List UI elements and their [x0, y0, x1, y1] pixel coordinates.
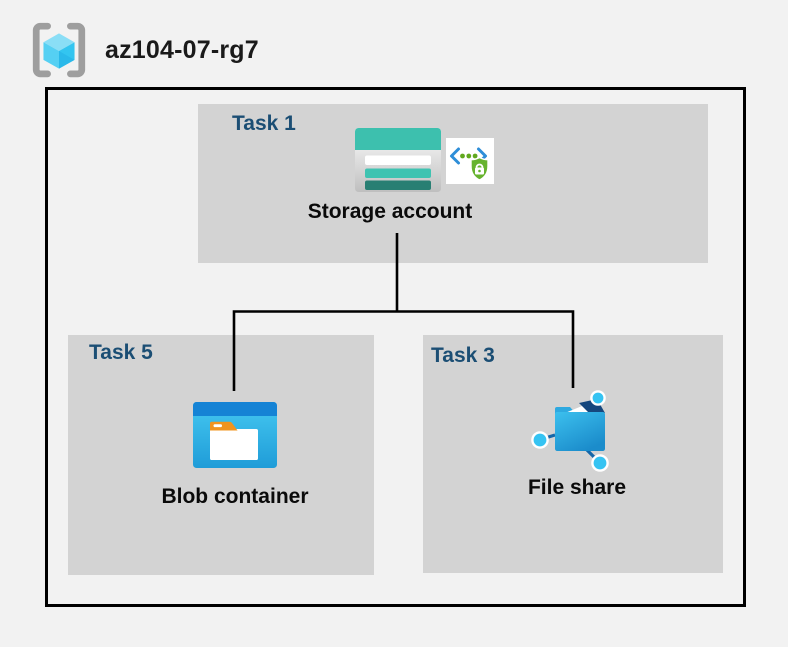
task5-box: Task 5 Blob container [68, 335, 374, 575]
task1-label: Task 1 [232, 112, 296, 135]
task3-box: Task 3 [423, 335, 723, 573]
resource-group-name: az104-07-rg7 [105, 35, 259, 64]
storage-account-icon [355, 128, 441, 192]
blob-container-node-label: Blob container [161, 485, 309, 508]
task5-label: Task 5 [89, 341, 153, 364]
task3-label: Task 3 [431, 344, 495, 367]
task1-box: Task 1 Storage [198, 104, 708, 263]
resource-group-boundary [45, 87, 746, 607]
file-share-icon [531, 390, 609, 472]
azure-resource-group-icon [32, 22, 86, 78]
resource-group-header: az104-07-rg7 [30, 21, 259, 79]
blob-container-icon [193, 402, 277, 468]
storage-account-node-label: Storage account [307, 200, 473, 223]
file-share-node-label: File share [527, 476, 627, 499]
sas-shield-icon [446, 138, 494, 184]
